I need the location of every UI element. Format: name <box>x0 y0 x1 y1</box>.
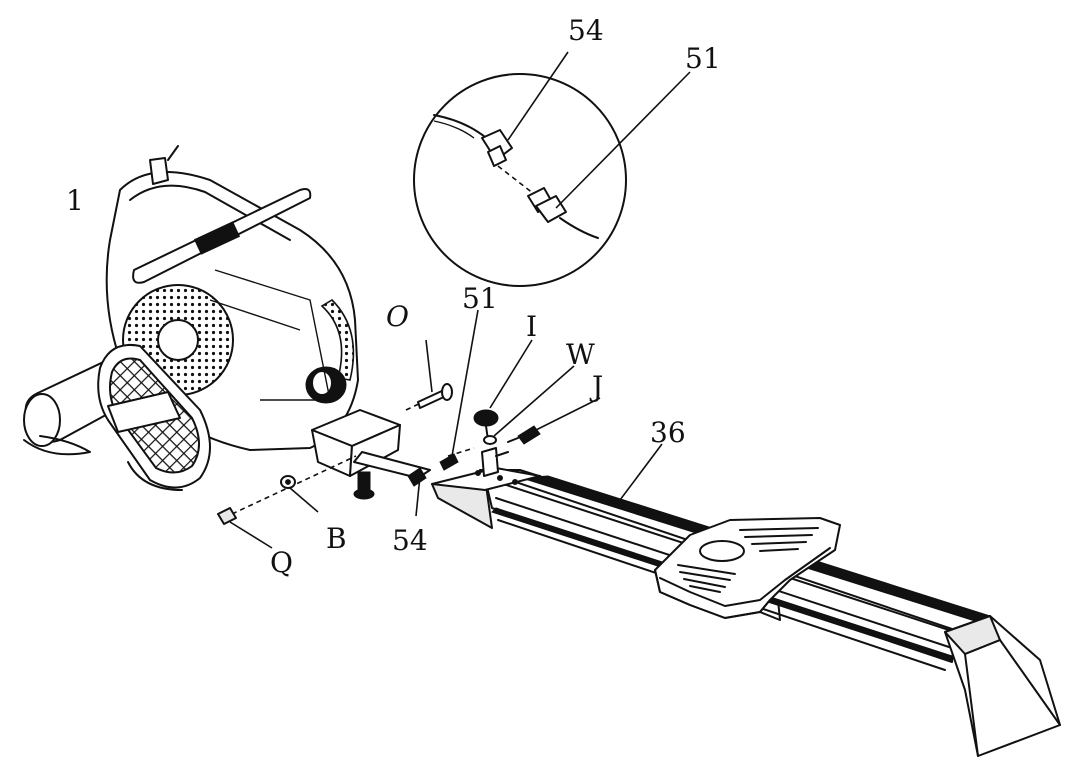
callout-part-B: B <box>326 522 347 555</box>
callout-detail-54: 54 <box>568 14 604 47</box>
leader-Q <box>229 521 273 549</box>
leader-B <box>289 487 319 513</box>
leader-J <box>535 397 601 431</box>
callout-part-1: 1 <box>66 184 84 217</box>
callout-part-Q: Q <box>270 546 293 579</box>
callout-part-54: 54 <box>392 524 428 557</box>
seat-slots-front <box>739 527 819 552</box>
bolt-O <box>405 383 453 411</box>
joint-cables <box>407 447 475 487</box>
rear-stabilizer <box>944 615 1061 757</box>
detail-leader-51 <box>555 71 691 209</box>
bracket-foot <box>353 488 375 500</box>
knob-I <box>473 409 499 441</box>
detail-leader-54 <box>507 51 569 141</box>
lower-cable <box>559 217 599 239</box>
cable-connector-51-detail <box>527 187 567 223</box>
hardware-nut-washer <box>217 455 357 525</box>
callout-part-51: 51 <box>462 282 498 315</box>
callout-part-I: I <box>526 310 537 343</box>
callout-part-O: O <box>386 300 409 333</box>
seat-slots-rear <box>677 564 736 593</box>
handlebar-clip <box>193 221 241 255</box>
pin-J <box>507 425 541 445</box>
callout-part-36: 36 <box>650 416 686 449</box>
mounting-bracket <box>311 409 431 500</box>
cable-end-54 <box>407 467 427 487</box>
footrest <box>97 344 211 491</box>
front-housing <box>23 145 359 491</box>
connector-alignment-line <box>497 165 535 195</box>
seat-center-hollow <box>699 540 745 562</box>
monitor-bracket <box>149 157 169 185</box>
callout-part-J: J <box>589 370 603 403</box>
release-latch <box>481 447 509 477</box>
leader-36 <box>619 443 663 501</box>
leader-O <box>425 339 433 393</box>
cable-connector-54-detail <box>481 129 513 167</box>
detail-circle <box>413 73 627 287</box>
cable-end-51 <box>439 453 459 471</box>
leader-51 <box>451 309 479 457</box>
connector-detail-view <box>413 51 691 287</box>
washer-W <box>483 435 497 445</box>
callout-part-W: W <box>566 338 595 371</box>
leader-I <box>489 339 533 409</box>
leader-W <box>493 365 575 437</box>
seat <box>654 517 841 621</box>
nut-Q <box>217 507 237 525</box>
fan-hub <box>157 319 199 361</box>
leader-54 <box>415 475 421 517</box>
callout-detail-51: 51 <box>685 42 721 75</box>
foot-strap <box>107 391 181 433</box>
